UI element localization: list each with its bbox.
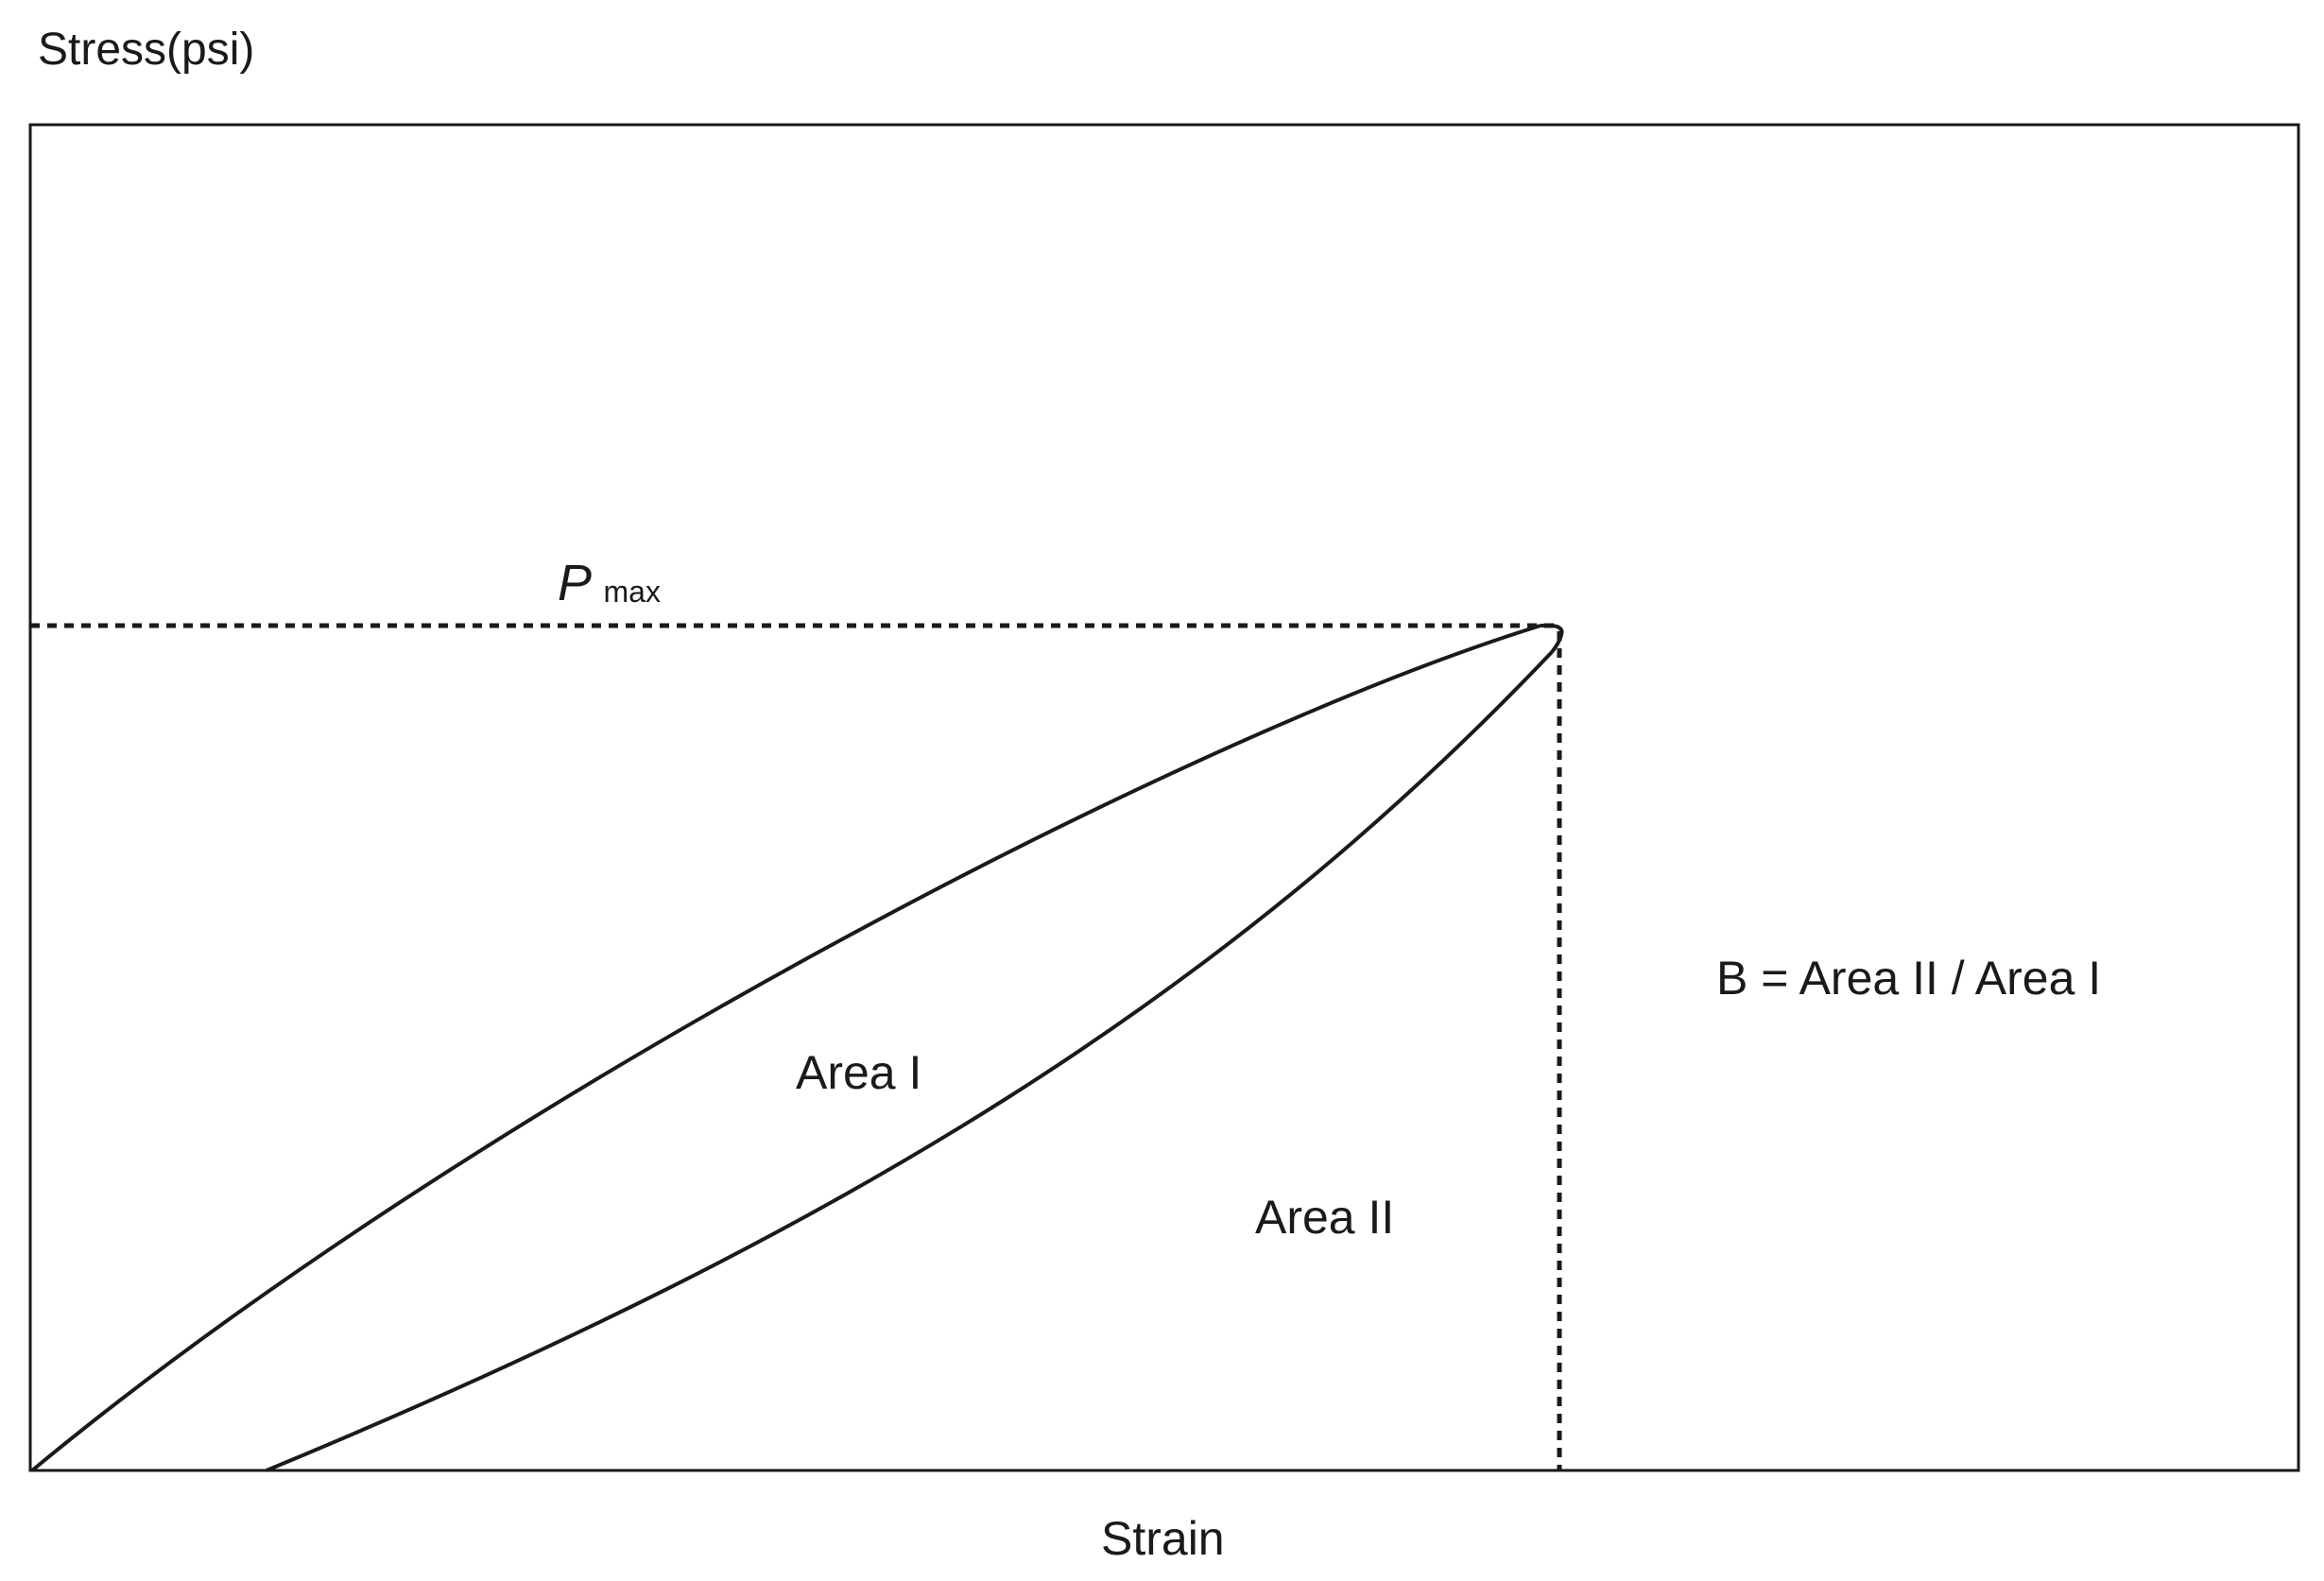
pmax-label: P max [558,555,661,611]
pmax-subscript: max [603,575,660,609]
loop-tip [1540,623,1564,654]
formula-label: B = Area II / Area I [1716,952,2101,1005]
y-axis-label: Stress(psi) [38,25,254,75]
plot-frame [28,123,2300,1472]
x-axis-label: Strain [1101,1512,1225,1565]
area-one-label: Area I [796,1046,921,1099]
loading-curve [30,624,1541,1472]
pmax-symbol: P [558,555,592,611]
unloading-curve [266,650,1554,1472]
area-two-label: Area II [1255,1191,1394,1244]
